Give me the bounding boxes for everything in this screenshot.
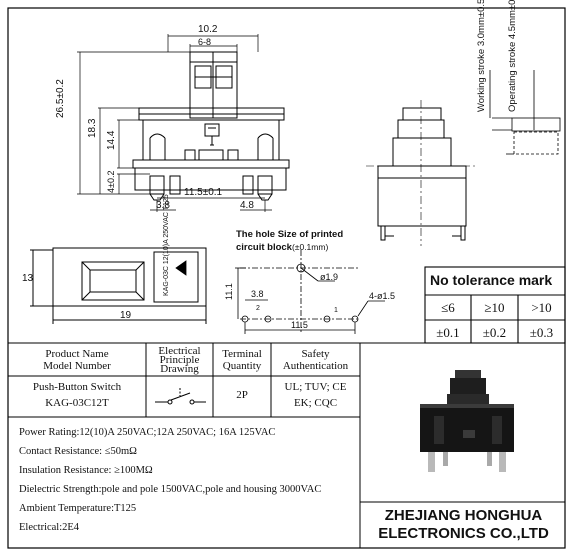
footprint-holes: 4-ø1.5 xyxy=(369,291,396,301)
tolerance-value-2: ±0.2 xyxy=(482,325,507,340)
safety-line-2: EK; CQC xyxy=(293,397,338,409)
dim-total-height: 26.5±0.2 xyxy=(55,79,66,118)
header-product-name: Product Name xyxy=(45,348,109,360)
header-electrical: Electrical xyxy=(158,345,201,357)
tolerance-range-2: ≥10 xyxy=(484,300,505,315)
dim-bottom-width: 19 xyxy=(120,310,132,321)
footprint-title2: circuit block(±0.1mm) xyxy=(236,243,328,253)
dim-body-height: 18.3 xyxy=(87,118,98,138)
tolerance-title: No tolerance mark xyxy=(430,272,553,288)
header-quantity: Quantity xyxy=(222,360,262,372)
switch-photo xyxy=(420,370,514,472)
footprint-title2-text: circuit block xyxy=(236,242,292,253)
tolerance-value-1: ±0.1 xyxy=(436,325,460,340)
dim-pin-right: 4.8 xyxy=(240,200,254,211)
side-view xyxy=(366,100,478,246)
tolerance-range-3: >10 xyxy=(531,300,552,315)
header-terminal: Terminal xyxy=(222,348,262,360)
spec-insulation-resistance: Insulation Resistance: ≥100MΩ xyxy=(19,465,153,476)
company-name-line2: ELECTRONICS CO.,LTD xyxy=(378,525,549,542)
terminal-quantity-value: 2P xyxy=(236,389,248,401)
dim-body-height2: 14.4 xyxy=(106,130,117,150)
spec-electrical-life: Electrical:2E4 xyxy=(19,522,80,533)
footprint-hole-big: ø1.9 xyxy=(320,272,339,282)
footprint-tolerance: (±0.1mm) xyxy=(291,242,329,252)
header-model-number: Model Number xyxy=(43,360,111,372)
dim-pin-height: 4±0.2 xyxy=(106,170,116,193)
header-principle: Principle xyxy=(159,354,200,366)
footprint-pin1: 1 xyxy=(334,307,338,314)
tolerance-range-1: ≤6 xyxy=(441,300,455,315)
footprint-38: 3.8 xyxy=(251,289,264,299)
switch-symbol-icon xyxy=(155,388,206,405)
dim-bottom-height: 13 xyxy=(22,273,34,284)
header-safety: Safety xyxy=(301,348,330,360)
dim-top-inner: 6-8 xyxy=(198,37,212,47)
body-marking: KAG-03C 12(10)A 250VAC T125 xyxy=(163,194,170,296)
footprint-vertical: 11.1 xyxy=(224,283,234,300)
dim-top-width: 10.2 xyxy=(198,24,218,35)
dim-pin-span: 11.5±0.1 xyxy=(184,187,223,198)
dim-pin-left: 3.8 xyxy=(156,200,170,211)
spec-power-rating: Power Rating:12(10)A 250VAC;12A 250VAC; … xyxy=(19,427,276,438)
stroke-detail xyxy=(489,70,561,155)
safety-line-1: UL; TUV; CE xyxy=(284,381,347,393)
product-name-value: Push-Button Switch xyxy=(32,381,122,393)
spec-ambient-temperature: Ambient Temperature:T125 xyxy=(19,503,137,514)
working-stroke-label: Working stroke 3.0mm±0.5 xyxy=(476,0,487,112)
front-dimension-lines xyxy=(77,34,272,212)
operating-stroke-label: Operating stroke 4.5mm±0.5 xyxy=(507,0,518,112)
spec-grid xyxy=(8,342,565,548)
footprint-115: 11.5 xyxy=(291,320,308,330)
footprint-view xyxy=(235,250,385,334)
tolerance-value-3: ±0.3 xyxy=(529,325,554,340)
spec-dielectric-strength: Dielectric Strength:pole and pole 1500VA… xyxy=(19,484,322,495)
header-drawing: Drawing xyxy=(160,363,199,375)
spec-contact-resistance: Contact Resistance: ≤50mΩ xyxy=(19,446,137,457)
company-name-line1: ZHEJIANG HONGHUA xyxy=(384,507,543,524)
footprint-title: The hole Size of printed xyxy=(236,229,344,240)
warning-triangle-icon xyxy=(175,260,187,276)
bottom-view xyxy=(30,247,207,324)
tolerance-grid xyxy=(424,266,566,344)
model-number-value: KAG-03C12T xyxy=(45,397,109,409)
footprint-pin2: 2 xyxy=(256,305,260,312)
front-view xyxy=(132,51,290,201)
header-authentication: Authentication xyxy=(282,360,349,372)
